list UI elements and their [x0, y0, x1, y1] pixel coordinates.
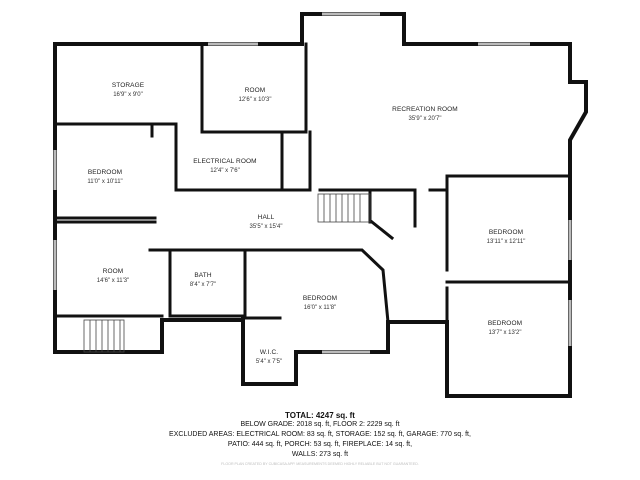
room-name-room-top: ROOM	[245, 87, 266, 94]
room-dims-bedroom-r2: 13'7" x 13'2"	[489, 330, 522, 336]
wall-left	[53, 42, 245, 354]
room-name-storage: STORAGE	[112, 82, 145, 89]
wall-electrical	[174, 122, 312, 192]
room-dims-recreation: 35'9" x 20'7"	[409, 116, 442, 122]
excluded-areas-line: EXCLUDED AREAS: ELECTRICAL ROOM: 83 sq. …	[169, 431, 471, 438]
room-labels: STORAGE 16'9" x 9'0" ROOM 12'6" x 10'3" …	[87, 82, 525, 365]
wall-bath-bottom	[170, 250, 247, 318]
wall-bedroom-c-top	[243, 248, 390, 324]
room-dims-bedroom-c: 16'0" x 11'8"	[304, 305, 336, 311]
wall-right-lower	[445, 174, 572, 398]
room-dims-hall: 35'5" x 15'4"	[250, 224, 283, 230]
room-dims-room-top: 12'6" x 10'3"	[239, 97, 272, 103]
total-area: TOTAL: 4247 sq. ft	[285, 411, 355, 420]
interior-walls	[53, 42, 572, 324]
area-summary-line: BELOW GRADE: 2018 sq. ft, FLOOR 2: 2229 …	[240, 421, 400, 428]
room-dims-bedroom-r1: 13'11" x 12'11"	[487, 239, 526, 245]
room-dims-wic: 5'4" x 7'5"	[256, 359, 282, 365]
wall-hall-right	[368, 188, 417, 228]
walls-area-line: WALLS: 273 sq. ft	[291, 451, 349, 458]
room-name-bedroom-c: BEDROOM	[303, 295, 337, 302]
room-dims-bath: 8'4" x 7'7"	[190, 282, 216, 288]
excluded-areas-line: PATIO: 444 sq. ft, PORCH: 53 sq. ft, FIR…	[227, 441, 413, 448]
room-name-bedroom-r2: BEDROOM	[488, 320, 522, 327]
room-dims-room-left: 14'6" x 11'3"	[97, 278, 129, 284]
windows	[53, 12, 572, 354]
wall-top-left	[53, 12, 588, 178]
room-dims-storage: 16'9" x 9'0"	[113, 92, 143, 98]
room-dims-bedroom-left: 11'0" x 10'11"	[87, 179, 122, 185]
room-name-wic: W.I.C.	[260, 349, 278, 356]
room-name-recreation: RECREATION ROOM	[392, 106, 458, 113]
room-name-bedroom-left: BEDROOM	[88, 169, 122, 176]
room-name-bedroom-r1: BEDROOM	[489, 229, 523, 236]
room-dims-electrical: 12'4" x 7'6"	[210, 168, 240, 174]
wall-hall-angle	[369, 219, 395, 241]
wall-hall-stairs	[318, 188, 372, 224]
credit-note: FLOOR PLAN CREATED BY CUBICASA APP. MEAS…	[221, 462, 419, 466]
exterior-walls	[53, 12, 588, 398]
room-name-electrical: ELECTRICAL ROOM	[193, 158, 256, 165]
room-name-room-left: ROOM	[103, 268, 124, 275]
room-name-hall: HALL	[258, 214, 275, 221]
stairs	[83, 193, 371, 353]
room-name-bath: BATH	[194, 272, 211, 279]
wall-room-bottom	[200, 42, 308, 134]
